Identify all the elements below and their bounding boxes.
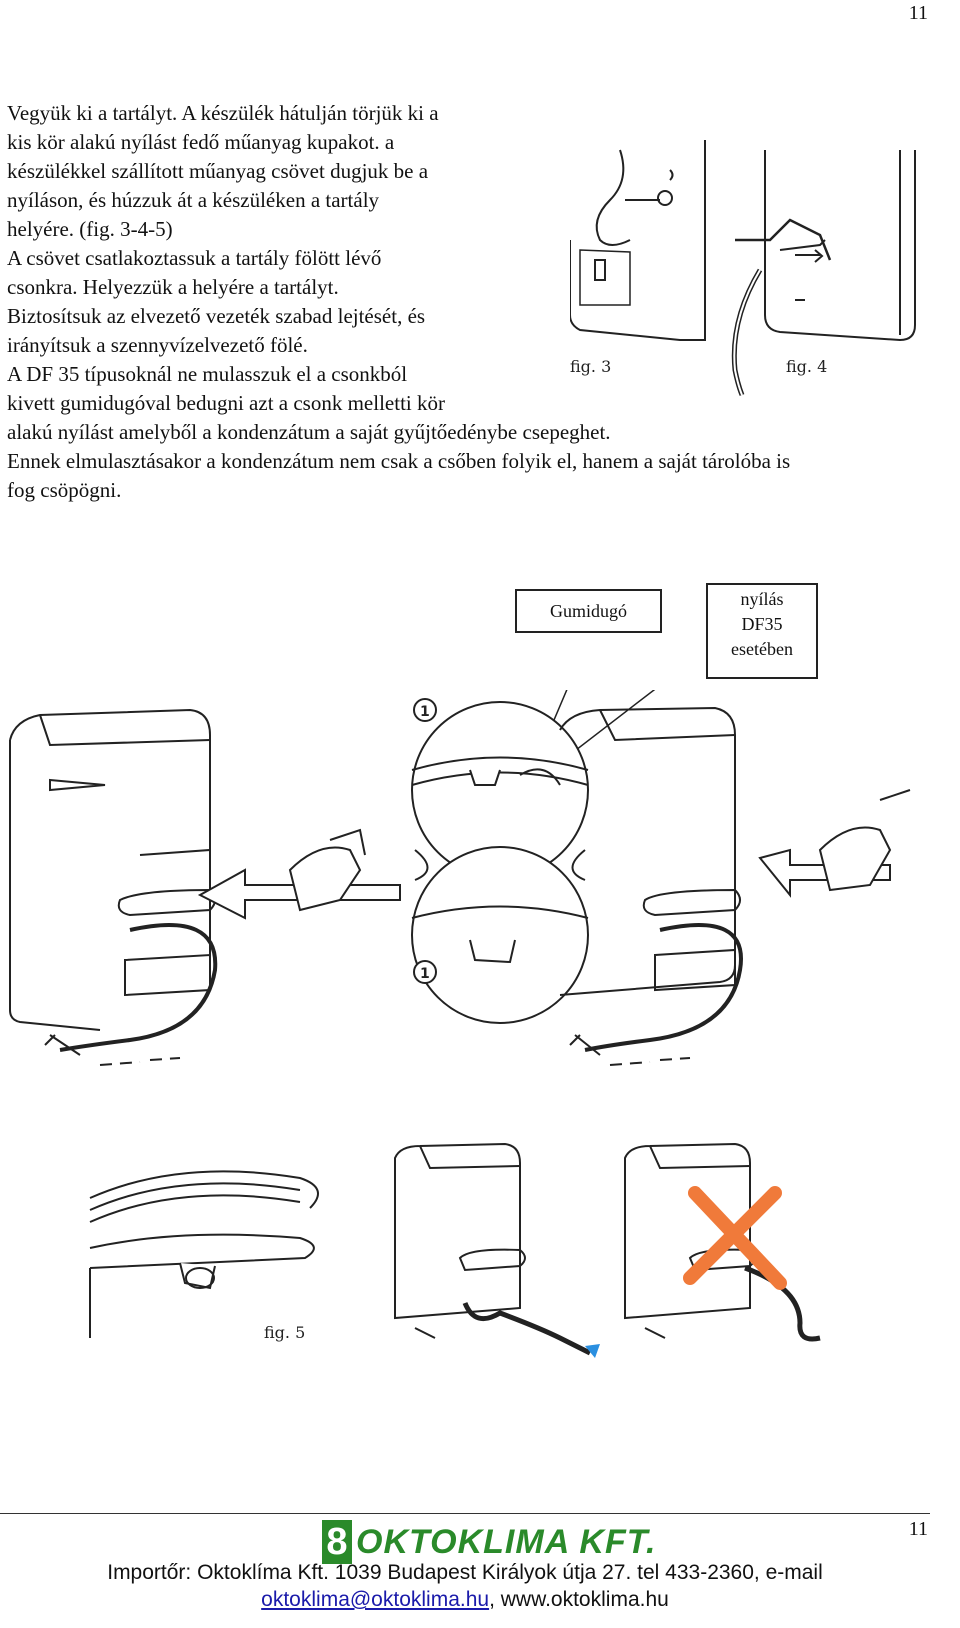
instruction-text: Vegyük ki a tartályt. A készülék hátuljá…	[7, 99, 947, 505]
wrong-cross-icon	[683, 1186, 787, 1290]
email-link[interactable]: oktoklima@oktoklima.hu	[261, 1588, 490, 1611]
intro-line: Biztosítsuk az elvezető vezeték szabad l…	[7, 304, 426, 328]
intro-line: irányítsuk a szennyvízelvezető fölé.	[7, 333, 308, 357]
fig4-label: fig. 4	[786, 357, 827, 376]
oktoklima-logo: 8 OKTOKLIMA KFT.	[322, 1518, 656, 1566]
intro-line: A csövet csatlakoztassuk a tartály fölöt…	[7, 246, 382, 270]
intro-line: nyíláson, és húzzuk át a készüléken a ta…	[7, 188, 380, 212]
step-marker: 1	[420, 704, 430, 720]
page-number-top: 11	[908, 2, 928, 24]
intro-line: A DF 35 típusoknál ne mulasszuk el a cso…	[7, 362, 408, 386]
intro-line: fog csöpögni.	[7, 478, 122, 502]
intro-line: helyére. (fig. 3-4-5)	[7, 217, 173, 241]
website-text: www.oktoklima.hu	[500, 1588, 669, 1611]
footer-separator: ,	[489, 1588, 501, 1611]
intro-line: Vegyük ki a tartályt. A készülék hátuljá…	[7, 101, 439, 125]
footer-divider	[0, 1513, 930, 1514]
footer-contact: oktoklima@oktoklima.hu, www.oktoklima.hu	[0, 1588, 930, 1612]
fig5-label: fig. 5	[264, 1323, 305, 1342]
fig-5-illustration: fig. 5	[89, 1142, 821, 1358]
fig-3-4-illustration: fig. 3 fig. 4	[570, 140, 916, 396]
footer-importer: Importőr: Oktoklíma Kft. 1039 Budapest K…	[107, 1561, 823, 1584]
callout-nyilas: nyílás DF35 esetében	[706, 583, 818, 679]
intro-line: készülékkel szállított műanyag csövet du…	[7, 159, 429, 183]
callout-line: esetében	[731, 639, 793, 659]
drain-hose-illustration: 1 1	[9, 690, 911, 1066]
callout-line: nyílás	[740, 589, 784, 609]
logo-text: OKTOKLIMA KFT.	[356, 1522, 657, 1561]
intro-line: kivett gumidugóval bedugni azt a csonk m…	[7, 391, 445, 415]
intro-line: alakú nyílást amelyből a kondenzátum a s…	[7, 420, 611, 444]
step-marker: 1	[420, 966, 430, 982]
intro-line: Ennek elmulasztásakor a kondenzátum nem …	[7, 449, 791, 473]
fig3-label: fig. 3	[570, 357, 611, 376]
page-number-bottom: 11	[908, 1518, 928, 1540]
intro-line: csonkra. Helyezzük a helyére a tartályt.	[7, 275, 339, 299]
callout-gumidugo: Gumidugó	[515, 589, 662, 633]
logo-mark: 8	[322, 1520, 352, 1564]
intro-line: kis kör alakú nyílást fedő műanyag kupak…	[7, 130, 395, 154]
callout-line: DF35	[741, 614, 783, 634]
water-drop-icon	[585, 1344, 600, 1358]
